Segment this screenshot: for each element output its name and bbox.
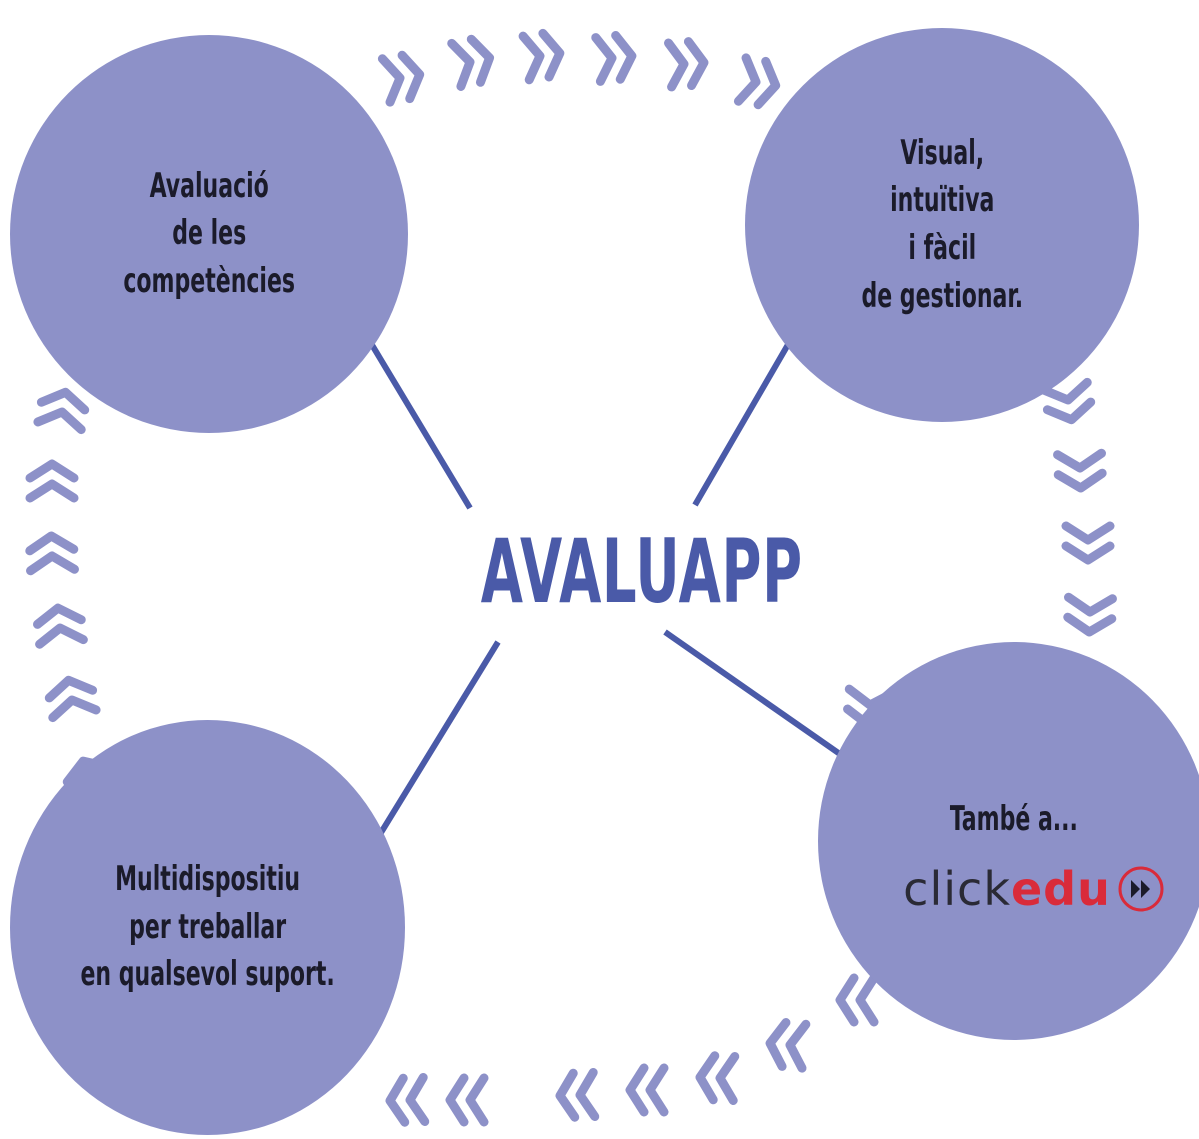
double-chevron-icon bbox=[44, 675, 101, 723]
double-chevron-icon bbox=[1039, 377, 1096, 425]
text-line: de les bbox=[172, 213, 246, 254]
double-chevron-icon bbox=[518, 28, 565, 85]
double-chevron-icon bbox=[33, 387, 90, 435]
double-chevron-icon bbox=[663, 37, 709, 92]
double-chevron-icon bbox=[32, 603, 88, 649]
fast-forward-icon bbox=[1118, 866, 1164, 912]
double-chevron-icon bbox=[625, 1063, 669, 1117]
text-line: i fàcil bbox=[908, 228, 976, 268]
double-chevron-icon bbox=[555, 1068, 600, 1122]
node-competencies-text: Avaluació de les competències bbox=[123, 163, 295, 306]
node-competencies: Avaluació de les competències bbox=[10, 35, 408, 433]
node-multidevice-text: Multidispositiu per treballar en qualsev… bbox=[80, 856, 334, 999]
double-chevron-icon bbox=[447, 34, 495, 91]
double-chevron-icon bbox=[1063, 592, 1117, 637]
double-chevron-icon bbox=[385, 1073, 430, 1127]
double-chevron-icon bbox=[25, 459, 79, 503]
text-line: intuïtiva bbox=[889, 180, 995, 221]
node-visual-text: Visual, intuïtiva i fàcil de gestionar. bbox=[861, 130, 1023, 320]
text-line: en qualsevol suport. bbox=[80, 954, 335, 995]
logo-text-click: click bbox=[903, 861, 1011, 916]
diagram-title: AVALUAPP bbox=[480, 520, 803, 623]
double-chevron-icon bbox=[591, 30, 637, 86]
logo-text-edu: edu bbox=[1010, 861, 1111, 916]
text-line: per treballar bbox=[128, 906, 287, 947]
text-line: També a... bbox=[949, 799, 1078, 840]
double-chevron-icon bbox=[733, 53, 781, 110]
double-chevron-icon bbox=[835, 973, 879, 1027]
node-clickedu-text: També a... bbox=[950, 796, 1078, 844]
double-chevron-icon bbox=[1053, 448, 1107, 493]
double-chevron-icon bbox=[765, 1018, 811, 1073]
double-chevron-icon bbox=[695, 1051, 740, 1105]
double-chevron-icon bbox=[377, 50, 425, 107]
text-line: competències bbox=[123, 260, 295, 301]
text-line: de gestionar. bbox=[861, 275, 1023, 316]
node-multidevice: Multidispositiu per treballar en qualsev… bbox=[10, 720, 405, 1135]
double-chevron-icon bbox=[25, 531, 79, 576]
double-chevron-icon bbox=[445, 1073, 489, 1127]
text-line: Visual, bbox=[900, 132, 984, 173]
text-line: Multidispositiu bbox=[115, 859, 300, 900]
node-visual: Visual, intuïtiva i fàcil de gestionar. bbox=[745, 28, 1139, 422]
double-chevron-icon bbox=[1061, 521, 1115, 565]
text-line: Avaluació bbox=[149, 165, 269, 206]
arrow-to-clickedu bbox=[663, 629, 885, 786]
